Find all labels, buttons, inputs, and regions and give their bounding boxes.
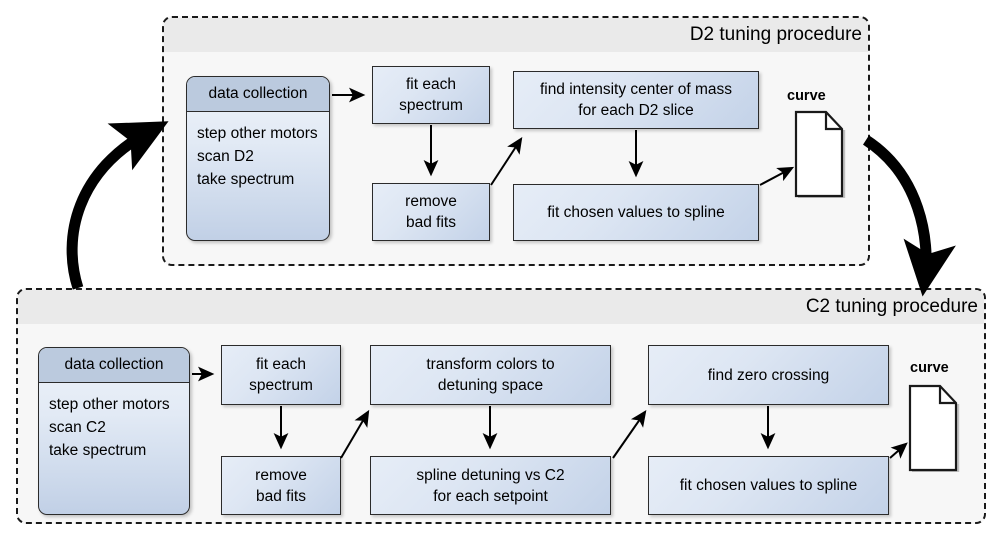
c2-data-collection-box[interactable]: data collection step other motors scan C… — [38, 347, 190, 515]
loop-arrow-d2-to-c2 — [862, 135, 956, 297]
c2-node-spline-detuning-vs-c2[interactable]: spline detuning vs C2 for each setpoint — [370, 456, 611, 515]
d2-data-collection-header: data collection — [187, 77, 329, 112]
c2-data-collection-steps: step other motors scan C2 take spectrum — [49, 396, 170, 459]
c2-node-fit-chosen-values-to-spline[interactable]: fit chosen values to spline — [648, 456, 889, 515]
panel-c2-title: C2 tuning procedure — [805, 296, 978, 317]
loop-arrow-c2-to-d2 — [66, 121, 169, 290]
d2-node-remove-bad-fits[interactable]: remove bad fits — [372, 183, 490, 241]
d2-node-fit-each-spectrum[interactable]: fit each spectrum — [372, 66, 490, 124]
c2-curve-label: curve — [910, 360, 949, 376]
panel-d2-header — [164, 18, 868, 52]
d2-node-fit-chosen-values-to-spline[interactable]: fit chosen values to spline — [513, 184, 759, 241]
d2-data-collection-steps: step other motors scan D2 take spectrum — [197, 125, 318, 188]
c2-data-collection-header: data collection — [39, 348, 189, 383]
d2-data-collection-box[interactable]: data collection step other motors scan D… — [186, 76, 330, 241]
d2-curve-document-icon — [794, 110, 846, 200]
c2-node-fit-each-spectrum[interactable]: fit each spectrum — [221, 345, 341, 405]
d2-node-find-intensity-center-of-mass[interactable]: find intensity center of mass for each D… — [513, 71, 759, 129]
c2-node-find-zero-crossing[interactable]: find zero crossing — [648, 345, 889, 405]
panel-d2-title: D2 tuning procedure — [689, 24, 862, 45]
panel-c2-header — [18, 290, 984, 324]
d2-curve-label: curve — [787, 88, 826, 104]
c2-node-transform-colors-to-detuning-space[interactable]: transform colors to detuning space — [370, 345, 611, 405]
c2-node-remove-bad-fits[interactable]: remove bad fits — [221, 456, 341, 515]
c2-curve-document-icon — [908, 384, 960, 474]
